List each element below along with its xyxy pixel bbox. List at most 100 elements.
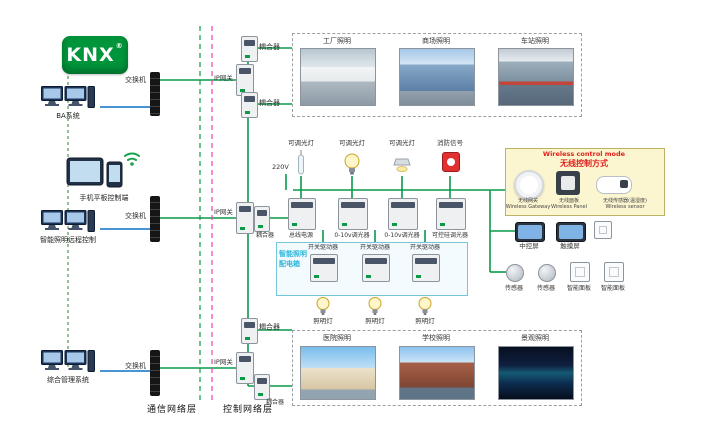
terminal-label: 综合管理系统 — [47, 376, 89, 384]
bus-coupler-device — [254, 206, 270, 232]
coupler-label: 耦合器 — [259, 323, 280, 331]
lamp-label: 照明灯 — [313, 317, 333, 325]
actuator-label: 开关驱动器 — [409, 244, 440, 251]
scr-dimmer-module — [436, 198, 466, 230]
load-label: 消防信号 — [437, 139, 463, 147]
sensor-icon — [506, 264, 524, 282]
scene-label: 车站照明 — [521, 37, 549, 45]
lamp-label: 照明灯 — [415, 317, 435, 325]
gateway-label: IP网关 — [214, 74, 233, 82]
wireless-sensor-label-zh: 无线传感器(温湿度) — [603, 198, 647, 204]
load-label: 可调光灯 — [389, 139, 415, 147]
control-panel-icon — [594, 221, 612, 239]
scene-label: 学校照明 — [422, 334, 450, 342]
bus-coupler-device — [241, 92, 258, 118]
touch-screen-label: 触摸屏 — [560, 242, 580, 250]
smart-panel-label: 智能面板 — [566, 285, 591, 292]
switch-label: 交换机 — [125, 212, 146, 220]
dimmer-module — [388, 198, 418, 230]
wireless-gateway-label: 无线网关 Wireless Gateway — [504, 198, 552, 211]
bus-coupler-device — [241, 318, 258, 344]
scene-photo-hospital — [300, 346, 376, 400]
module-label: 可控硅调光器 — [431, 232, 468, 239]
load-label: 可调光灯 — [288, 139, 314, 147]
scene-label: 商场照明 — [422, 37, 450, 45]
dimmer-module — [338, 198, 368, 230]
smart-panel-label: 智能面板 — [600, 285, 625, 292]
terminal-remote: 智能照明远程控制 — [26, 210, 110, 244]
wireless-sensor-label: 无线传感器(温湿度) Wireless sensor — [590, 198, 660, 211]
gateway-label: IP网关 — [214, 208, 233, 216]
coupler-label: 耦合器 — [266, 399, 285, 406]
sensor-label: 传感器 — [504, 285, 523, 292]
terminal-mobile: 手机平板控制端 — [56, 146, 152, 202]
touch-screen-icon — [556, 222, 586, 242]
switch-actuator-module — [310, 254, 338, 282]
ethernet-switch — [150, 350, 160, 396]
lamp-bulb-icon — [367, 296, 383, 316]
switch-label: 交换机 — [125, 362, 146, 370]
terminal-management: 综合管理系统 — [26, 350, 110, 384]
cabinet-title: 智能照明 配电箱 — [279, 250, 307, 270]
ip-gateway-device — [236, 202, 254, 234]
knx-logo-text: KNX — [66, 44, 115, 66]
workstation-icon — [41, 210, 95, 234]
coupler-label: 耦合器 — [256, 232, 275, 239]
central-screen-label: 中控屏 — [519, 242, 539, 250]
sensor-label: 传感器 — [536, 285, 555, 292]
fire-alarm-icon — [442, 152, 460, 172]
wireless-panel-label: 无线面板 Wireless Panel — [549, 198, 589, 211]
downlight-icon — [392, 158, 412, 174]
knx-logo: KNX® — [62, 36, 128, 74]
wireless-sensor-icon — [596, 176, 632, 194]
scene-label: 景观照明 — [521, 334, 549, 342]
scene-label: 医院照明 — [323, 334, 351, 342]
gateway-label: IP网关 — [214, 358, 233, 366]
central-screen-icon — [515, 222, 545, 242]
control-layer-label: 控制网络层 — [222, 405, 273, 415]
sensor-icon — [538, 264, 556, 282]
scene-photo-station — [498, 48, 574, 106]
wireless-panel-label-en: Wireless Panel — [551, 204, 587, 211]
communication-layer-label: 通信网络层 — [146, 405, 197, 415]
wireless-title-zh: 无线控制方式 — [560, 159, 608, 168]
switch-label: 交换机 — [125, 76, 146, 84]
switch-actuator-module — [362, 254, 390, 282]
workstation-icon — [41, 350, 95, 374]
bulb-icon — [343, 152, 361, 176]
lamp-bulb-icon — [315, 296, 331, 316]
module-label: 0-10v调光器 — [384, 232, 420, 239]
scene-photo-school — [399, 346, 475, 400]
wireless-sensor-label-en: Wireless sensor — [605, 204, 645, 211]
mains-label: 220V — [272, 163, 289, 171]
terminal-label: 智能照明远程控制 — [40, 236, 96, 244]
cabinet-title-line2: 配电箱 — [279, 259, 300, 268]
wireless-gateway-icon — [514, 170, 544, 200]
smart-panel-icon — [570, 262, 590, 282]
registered-mark: ® — [115, 42, 124, 50]
terminal-label: BA系统 — [56, 112, 80, 120]
switch-actuator-module — [412, 254, 440, 282]
tablet-phone-wifi-icon — [65, 146, 143, 192]
wireless-title-en: Wireless control mode — [542, 150, 626, 158]
bus-coupler-device — [241, 36, 258, 62]
wireless-gateway-label-zh: 无线网关 — [517, 198, 538, 204]
scene-label: 工厂照明 — [323, 37, 351, 45]
bus-coupler-device — [254, 374, 270, 400]
ethernet-switch — [150, 72, 160, 116]
workstation-icon — [41, 86, 95, 110]
ethernet-switch — [150, 196, 160, 242]
wireless-panel-label-zh: 无线面板 — [558, 198, 579, 204]
module-label: 0-10v调光器 — [334, 232, 370, 239]
wireless-panel-icon — [556, 171, 580, 195]
scene-photo-landscape — [498, 346, 574, 400]
actuator-label: 开关驱动器 — [359, 244, 390, 251]
tube-light-icon — [296, 150, 306, 176]
ip-gateway-device — [236, 352, 254, 384]
cabinet-title-line1: 智能照明 — [279, 250, 307, 258]
load-label: 可调光灯 — [339, 139, 365, 147]
smart-panel-icon — [604, 262, 624, 282]
ip-gateway-device — [236, 64, 254, 96]
coupler-label: 耦合器 — [259, 43, 280, 51]
